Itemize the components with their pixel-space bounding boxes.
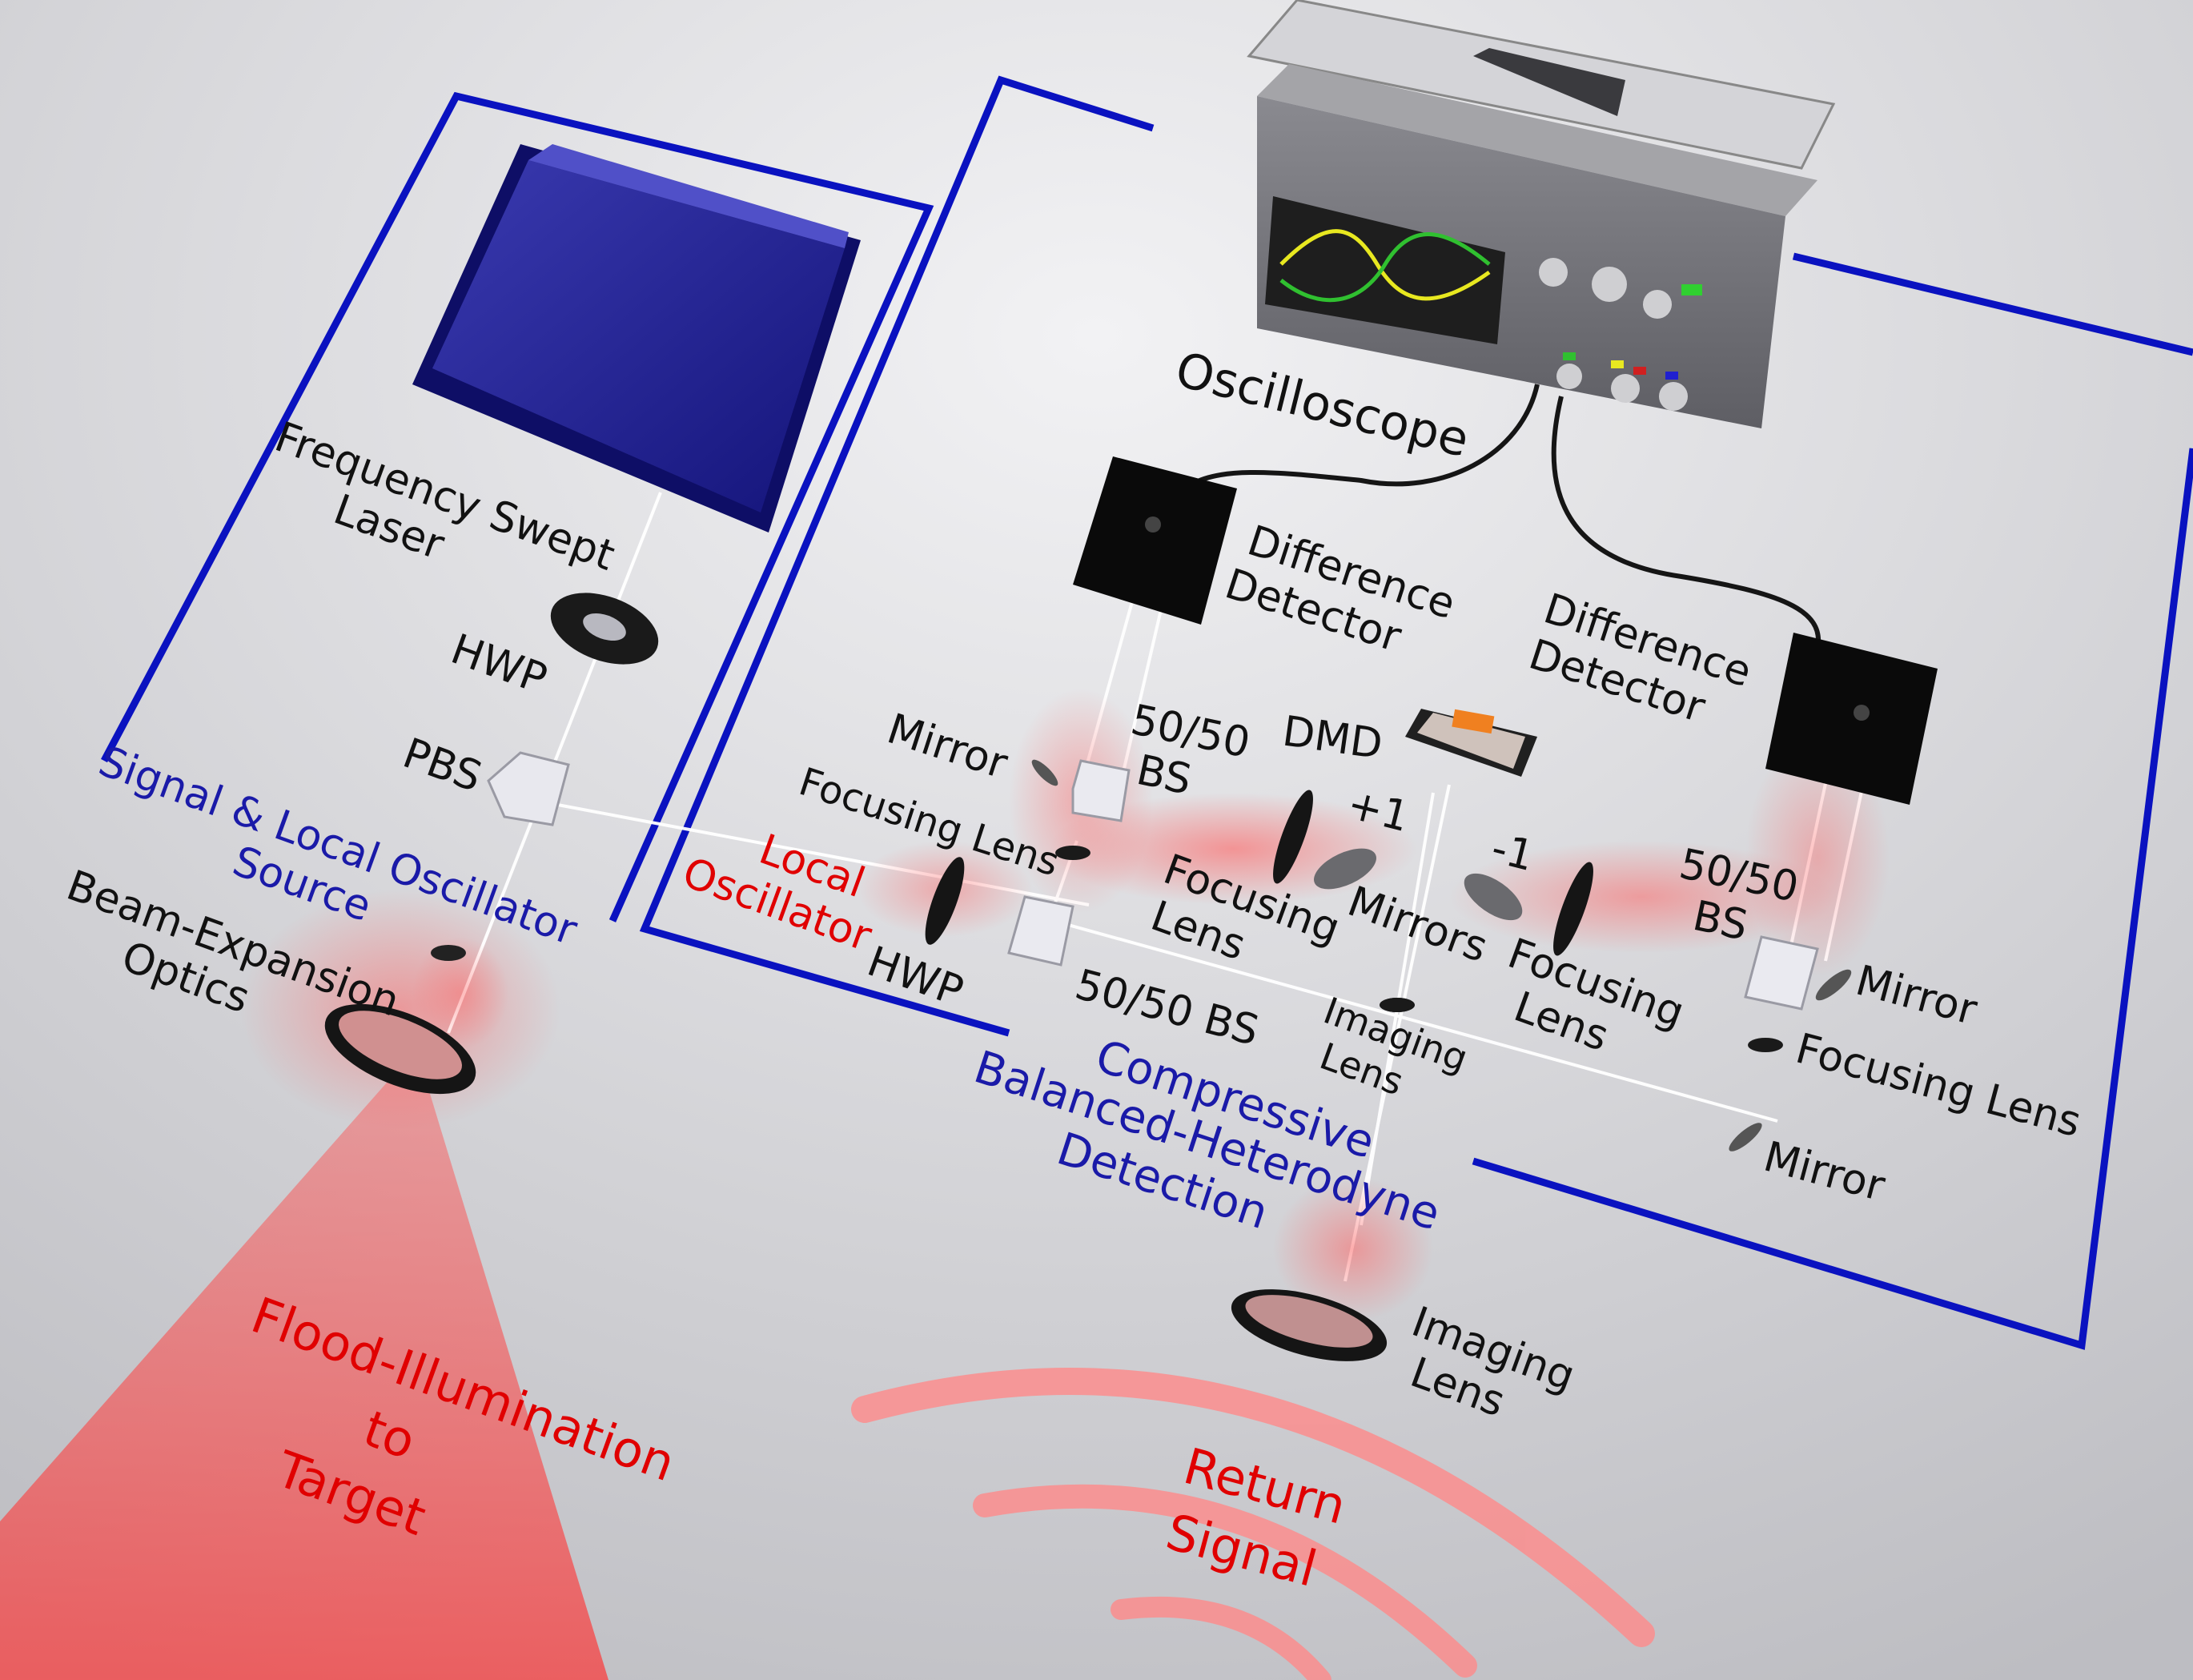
- bs-left-top-cube: [1073, 761, 1129, 821]
